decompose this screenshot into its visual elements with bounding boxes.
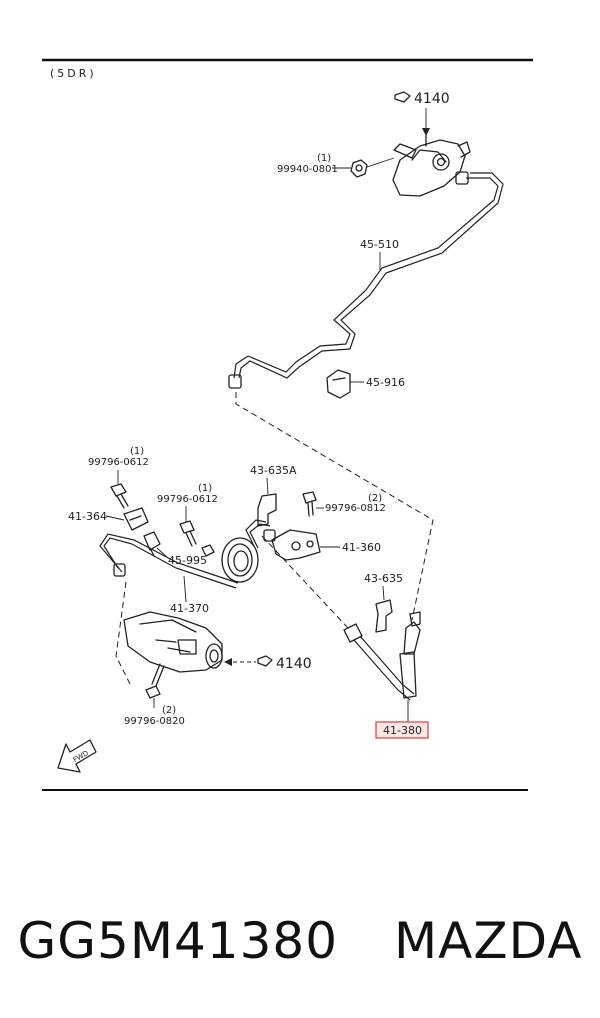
callout-bolt2-qty: (1) xyxy=(198,483,212,494)
forward-arrow-icon: FWD xyxy=(57,739,97,773)
dashed-leader-slave xyxy=(115,581,131,685)
callout-bolt1-code: 99796-0612 xyxy=(88,457,149,468)
callout-41-370: 41-370 xyxy=(170,602,209,615)
clip-43-635 xyxy=(375,599,393,633)
bracket-41-360 xyxy=(271,529,321,561)
callout-nut-qty: (1) xyxy=(317,153,331,164)
bracket-41-364 xyxy=(123,507,149,531)
bolt-99796-0612-left xyxy=(110,483,129,509)
brand-name: MAZDA xyxy=(394,912,583,970)
dashed-leader-upper-pipe xyxy=(261,535,349,629)
callout-41-380: 41-380 xyxy=(383,724,422,737)
fwd-label: FWD xyxy=(72,749,90,764)
hose-41-380 xyxy=(343,611,421,701)
callout-45-510: 45-510 xyxy=(360,238,399,251)
clip-43-635a xyxy=(257,493,277,527)
master-cylinder xyxy=(392,133,471,197)
callout-41-364: 41-364 xyxy=(68,510,107,523)
callout-45-916: 45-916 xyxy=(366,376,405,389)
callout-bolt2-code: 99796-0612 xyxy=(157,494,218,505)
callout-43-635: 43-635 xyxy=(364,572,403,585)
callout-4140-top: 4140 xyxy=(414,91,450,107)
callout-nut-code: 99940-0801 xyxy=(277,164,338,175)
callout-bolt3-qty: (2) xyxy=(368,493,382,504)
callout-4140-bottom: 4140 xyxy=(276,656,312,672)
nut-99940-0801 xyxy=(350,157,395,178)
assembly-arrow-top: 4140 xyxy=(394,91,450,136)
callout-45-995: 45-995 xyxy=(168,554,207,567)
slave-cylinder xyxy=(123,611,223,673)
highlight-box-41-380 xyxy=(375,721,429,739)
callout-bolt3-code: 99796-0812 xyxy=(325,503,386,514)
part-number: GG5M41380 xyxy=(17,912,339,970)
callout-41-360: 41-360 xyxy=(342,541,381,554)
assembly-arrow-bottom: 4140 xyxy=(224,655,312,672)
clip-45-916 xyxy=(326,369,364,399)
caption: GG5M41380 MAZDA xyxy=(0,896,600,986)
callout-43-635a: 43-635A xyxy=(250,464,297,477)
variant-label: (5DR) xyxy=(50,67,97,80)
callout-bolt4-code: 99796-0820 xyxy=(124,716,185,727)
bolt-99796-0812 xyxy=(302,491,317,517)
callout-bolt1-qty: (1) xyxy=(130,446,144,457)
dashed-leader-hose xyxy=(235,392,434,621)
pipe-45-510 xyxy=(228,171,504,389)
bolt-99796-0820 xyxy=(145,663,165,699)
callout-bolt4-qty: (2) xyxy=(162,705,176,716)
bolt-99796-0612-middle xyxy=(179,520,215,557)
